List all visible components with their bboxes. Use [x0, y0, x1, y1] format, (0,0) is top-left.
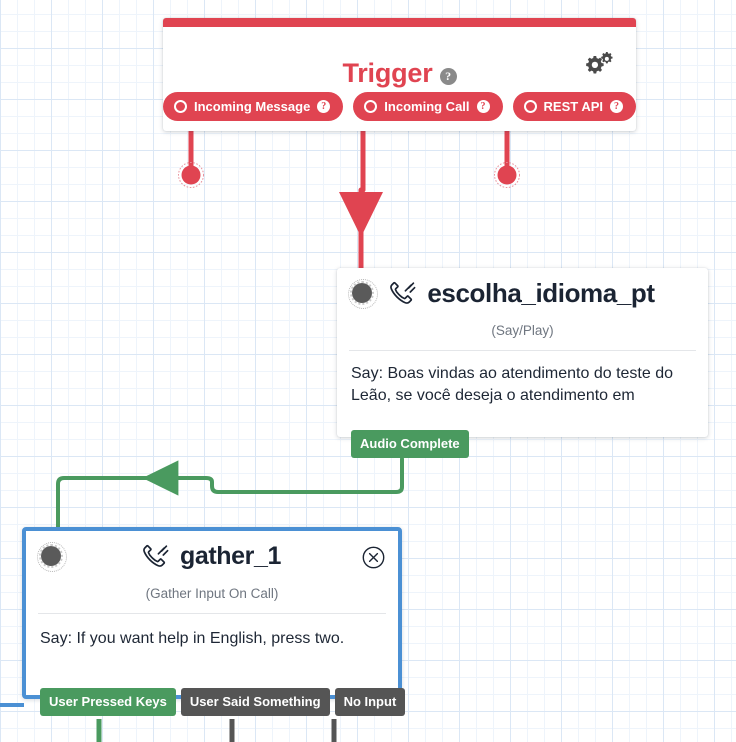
say-node-body-text: Say: Boas vindas ao atendimento do teste…: [351, 365, 673, 405]
gather-node-title-text: gather_1: [179, 541, 281, 570]
node-input-connector[interactable]: [37, 542, 67, 572]
trigger-pill-label: Incoming Call: [384, 99, 470, 114]
gear-icon[interactable]: [582, 50, 614, 80]
radio-circle-icon: [523, 100, 537, 113]
node-input-connector[interactable]: [348, 279, 378, 309]
trigger-pill-rest-api[interactable]: REST API ?: [512, 92, 637, 121]
help-icon[interactable]: ?: [476, 100, 490, 113]
say-node-outputs: Audio Complete: [351, 430, 469, 458]
phone-outgoing-icon: [390, 280, 416, 306]
gather-node-header: gather_1: [26, 531, 398, 583]
trigger-help-icon[interactable]: ?: [439, 68, 457, 85]
trigger-pill-label: Incoming Message: [193, 99, 311, 114]
edge-incoming-call: [339, 119, 383, 268]
gather-node-body-text: Say: If you want help in English, press …: [40, 630, 345, 647]
gather-node-outputs: User Pressed Keys User Said Something No…: [40, 688, 406, 716]
trigger-node[interactable]: Trigger? Incoming Message ? Incoming Ca: [162, 18, 637, 131]
trigger-pill-label: REST API: [543, 99, 604, 114]
radio-circle-icon: [364, 100, 378, 113]
trigger-title-text: Trigger: [342, 58, 433, 88]
gather-node-subtitle: (Gather Input On Call): [145, 586, 279, 601]
divider: [38, 613, 386, 614]
output-tab-audio-complete[interactable]: Audio Complete: [351, 430, 469, 458]
output-tab-no-input[interactable]: No Input: [334, 688, 406, 716]
trigger-title: Trigger?: [163, 60, 636, 87]
phone-outgoing-icon: [143, 543, 169, 569]
output-tab-user-said-something[interactable]: User Said Something: [180, 688, 330, 716]
gather-input-node[interactable]: gather_1 (Gather Input On Call) Say: If …: [22, 527, 406, 716]
radio-circle-icon: [173, 100, 187, 113]
output-tab-user-pressed-keys[interactable]: User Pressed Keys: [40, 688, 176, 716]
trigger-pill-group: Incoming Message ? Incoming Call ? REST …: [162, 92, 637, 121]
say-node-subtitle: (Say/Play): [491, 323, 554, 338]
help-icon[interactable]: ?: [610, 100, 624, 113]
trigger-pill-incoming-message[interactable]: Incoming Message ?: [162, 92, 344, 121]
trigger-accent-bar: [163, 18, 636, 27]
say-play-node[interactable]: escolha_idioma_pt (Say/Play) Say: Boas v…: [337, 268, 708, 458]
gather-node-title: gather_1: [26, 543, 398, 569]
divider: [349, 350, 696, 351]
say-node-title-text: escolha_idioma_pt: [427, 278, 655, 308]
help-icon[interactable]: ?: [317, 100, 331, 113]
say-node-title: escolha_idioma_pt: [337, 280, 708, 306]
close-icon[interactable]: [362, 546, 385, 569]
trigger-pill-incoming-call[interactable]: Incoming Call ?: [353, 92, 503, 121]
edge-audio-complete: [56, 457, 404, 529]
say-node-header: escolha_idioma_pt: [337, 268, 708, 320]
